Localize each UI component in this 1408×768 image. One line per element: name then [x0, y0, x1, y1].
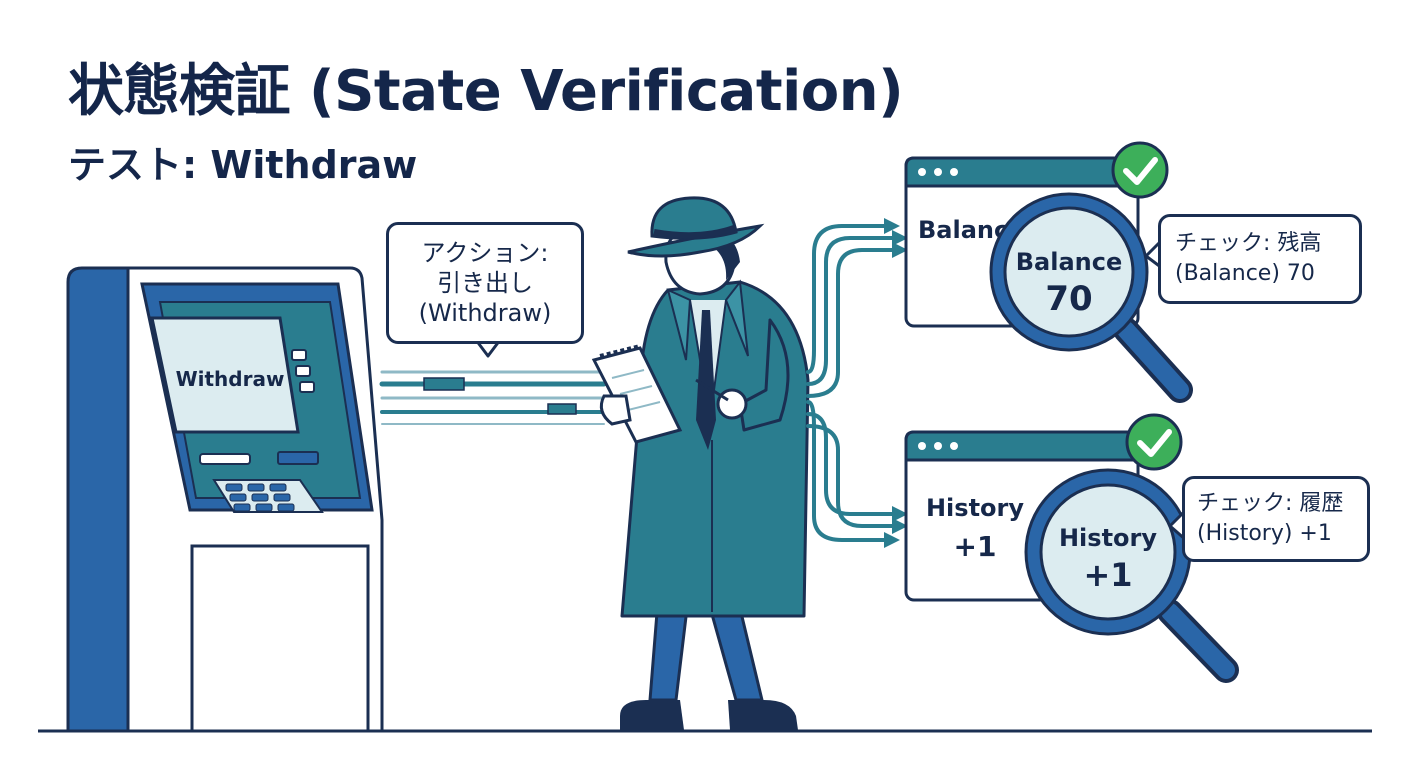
action-bubble-line3: (Withdraw): [418, 299, 552, 327]
history-check-line2: (History) +1: [1197, 521, 1332, 546]
atm-machine: Withdraw: [66, 266, 384, 733]
arrow-heads: [884, 218, 908, 548]
action-bubble-tail: [474, 339, 502, 358]
balance-lens-label: Balance: [1016, 248, 1123, 276]
history-window-label: History: [926, 494, 1024, 522]
action-motion-lines: [379, 370, 607, 425]
history-lens-value: +1: [1083, 556, 1132, 594]
action-bubble: アクション: 引き出し (Withdraw): [386, 222, 584, 344]
atm-cash-slot: [277, 451, 319, 465]
action-bubble-line1: アクション:: [421, 239, 549, 267]
history-check-badge: [1125, 413, 1183, 471]
balance-check-line2: (Balance) 70: [1175, 261, 1315, 286]
balance-check-badge: [1111, 141, 1169, 199]
atm-side-button: [291, 349, 307, 361]
atm-card-slot: [199, 453, 251, 465]
atm-keypad: [225, 483, 295, 512]
action-bubble-line2: 引き出し: [437, 269, 533, 297]
history-window-value: +1: [954, 530, 997, 563]
page-title: 状態検証 (State Verification): [68, 59, 904, 124]
history-magnifier: History +1: [1024, 468, 1239, 683]
checkmark-icon: [1137, 429, 1172, 457]
balance-lens-value: 70: [1045, 279, 1092, 319]
checkmark-icon: [1123, 157, 1158, 185]
page-subtitle: テスト: Withdraw: [68, 143, 418, 187]
balance-window-label: Balanc: [918, 216, 1008, 244]
atm-side-button: [295, 365, 311, 377]
history-check-bubble: チェック: 履歴 (History) +1: [1182, 476, 1370, 562]
atm-side-button: [299, 381, 315, 393]
history-check-line1: チェック: 履歴: [1197, 491, 1344, 516]
balance-check-bubble: チェック: 残高 (Balance) 70: [1158, 214, 1362, 304]
balance-magnifier: Balance 70: [989, 192, 1193, 403]
balance-check-line1: チェック: 残高: [1175, 231, 1322, 256]
atm-screen-label: Withdraw: [176, 367, 285, 391]
history-lens-label: History: [1059, 524, 1157, 552]
verification-arrows: [806, 224, 896, 542]
detective-figure: [591, 196, 810, 730]
